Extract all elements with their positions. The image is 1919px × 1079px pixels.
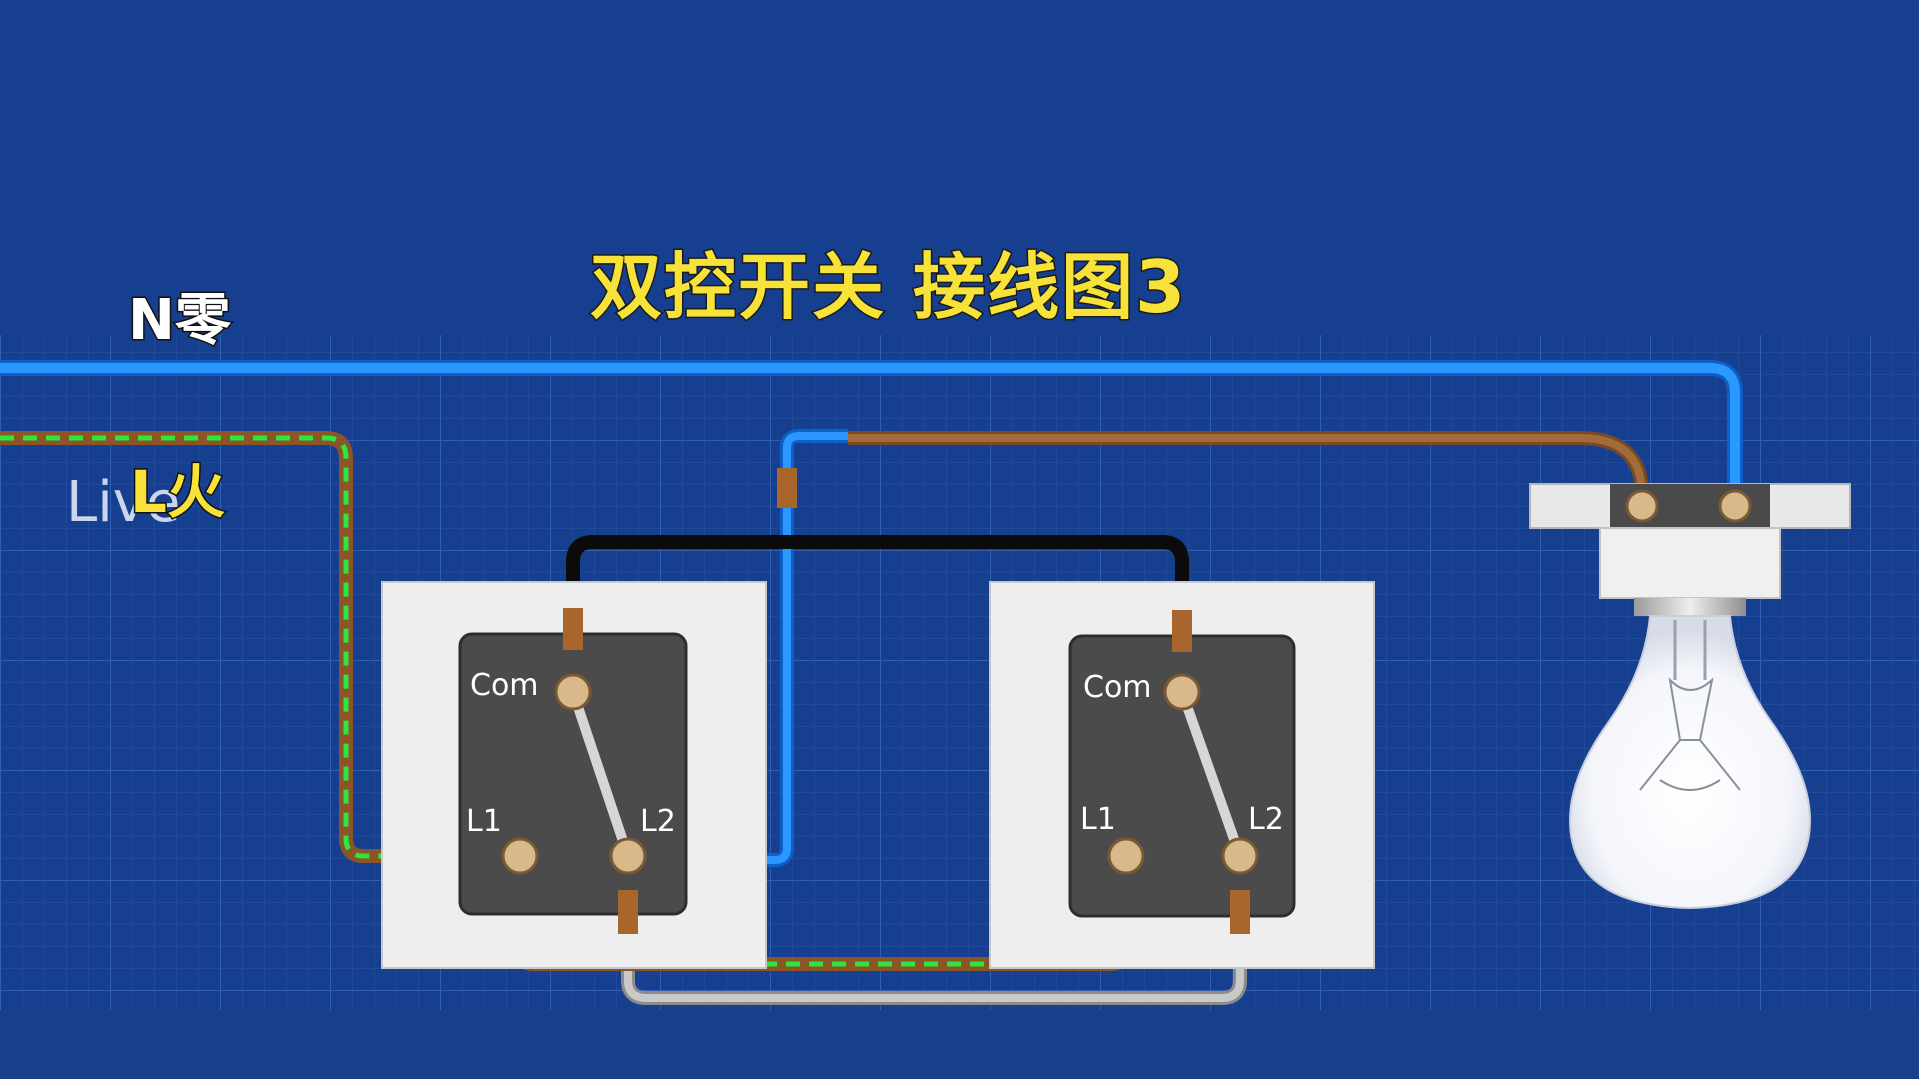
- switch-right-com-label: Com: [1083, 670, 1152, 705]
- switch-lever-right: [1177, 687, 1245, 861]
- live-label-chinese: L火: [129, 457, 227, 528]
- neutral-label: N零: [127, 287, 233, 355]
- live-label-english: Live: [66, 470, 181, 535]
- blueprint-grid: [0, 335, 1919, 1010]
- switch-right-l1-label: L1: [1080, 802, 1116, 837]
- switch-right: [989, 581, 1375, 969]
- switch-left-l1-label: L1: [466, 804, 502, 839]
- switch-lever-left: [568, 687, 633, 861]
- light-bulb-icon: [1529, 483, 1851, 910]
- traveler-wire-black: [566, 535, 1189, 690]
- page-title: 双控开关 接线图3: [588, 244, 1188, 331]
- switch-right-l2-label: L2: [1248, 802, 1284, 837]
- switch-left: [381, 581, 767, 969]
- switch-left-l2-label: L2: [640, 804, 676, 839]
- switch-left-com-label: Com: [470, 668, 539, 703]
